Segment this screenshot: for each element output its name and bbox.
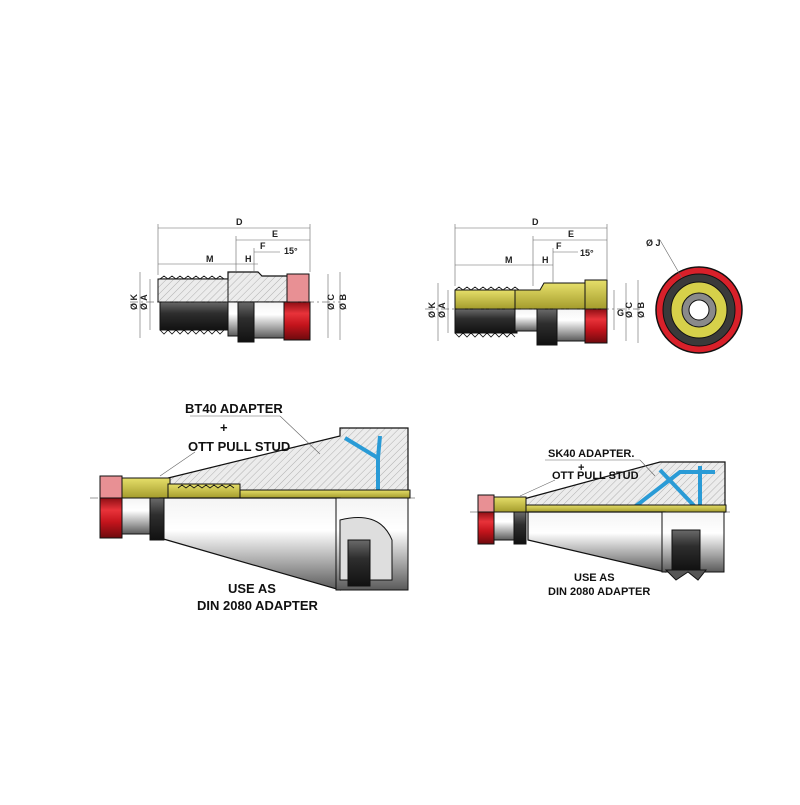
dim-h-label: H bbox=[245, 254, 252, 264]
dim-angle-label: 15° bbox=[284, 246, 298, 256]
dim-b-label-2: Ø B bbox=[636, 301, 646, 318]
dim-e-label: E bbox=[272, 229, 278, 239]
dim-h-label-2: H bbox=[542, 255, 549, 265]
sk40-assembly: SK40 ADAPTER. + OTT PULL STUD USE AS DIN… bbox=[470, 448, 730, 598]
dim-d-label: D bbox=[236, 217, 243, 227]
dim-a-label: Ø A bbox=[139, 294, 149, 310]
dim-g-label-2: G bbox=[617, 308, 624, 318]
dim-k-label: Ø K bbox=[129, 293, 139, 310]
sk40-use-as-label: USE AS bbox=[574, 572, 615, 584]
dim-e-label-2: E bbox=[568, 229, 574, 239]
dim-d-label-2: D bbox=[532, 217, 539, 227]
bt40-adapter-label: BT40 ADAPTER bbox=[185, 401, 283, 416]
dim-c-label-2: Ø C bbox=[624, 301, 634, 318]
bt40-use-as-label: USE AS bbox=[228, 581, 276, 596]
pull-stud-drawing-right: D E F 15° H M Ø K Ø A G Ø C Ø B bbox=[425, 217, 646, 346]
bt40-plus-label: + bbox=[220, 420, 228, 435]
bt40-assembly: BT40 ADAPTER + OTT PULL STUD USE AS DIN … bbox=[90, 401, 415, 613]
bt40-pull-stud-label: OTT PULL STUD bbox=[188, 439, 290, 454]
dim-m-label-2: M bbox=[505, 255, 513, 265]
dim-j-label: Ø J bbox=[646, 238, 661, 248]
pull-stud-drawing-left: D E F 15° H M Ø K Ø A Ø C Ø B bbox=[129, 217, 348, 343]
dim-a-label-2: Ø A bbox=[437, 302, 447, 318]
dim-b-label: Ø B bbox=[338, 293, 348, 310]
dim-m-label: M bbox=[206, 254, 214, 264]
dim-f-label-2: F bbox=[556, 241, 562, 251]
dim-k-label-2: Ø K bbox=[427, 301, 437, 318]
dim-angle-label-2: 15° bbox=[580, 248, 594, 258]
sk40-plus-label: + bbox=[578, 462, 584, 474]
sk40-pull-stud-label: OTT PULL STUD bbox=[552, 470, 639, 482]
sk40-adapter-label: SK40 ADAPTER. bbox=[548, 448, 634, 460]
sk40-din-label: DIN 2080 ADAPTER bbox=[548, 586, 650, 598]
bt40-din-label: DIN 2080 ADAPTER bbox=[197, 598, 318, 613]
end-view: Ø J bbox=[646, 238, 743, 354]
dim-c-label: Ø C bbox=[326, 293, 336, 310]
dim-f-label: F bbox=[260, 241, 266, 251]
